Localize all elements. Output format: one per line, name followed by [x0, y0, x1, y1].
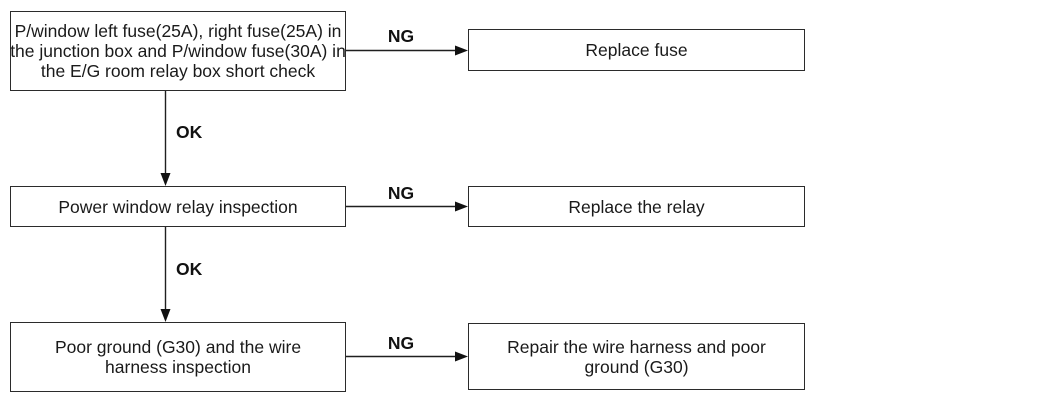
check-box-text-line: the junction box and P/window fuse(30A) …: [10, 41, 346, 61]
check-box-text-line: P/window left fuse(25A), right fuse(25A)…: [14, 21, 342, 41]
ng-label: NG: [387, 183, 415, 203]
ng-arrow-2: [346, 201, 468, 212]
check-box-text-line: harness inspection: [105, 357, 251, 377]
action-box-text-line: ground (G30): [584, 356, 689, 377]
action-box-text-line: Replace fuse: [585, 40, 688, 60]
action-box-text-line: Repair the wire harness and poor: [507, 336, 766, 357]
check-box-relay-inspection: Power window relay inspection: [10, 186, 346, 227]
ok-label: OK: [176, 122, 203, 142]
ok-arrow-1: [160, 91, 171, 186]
action-box-replace-relay: Replace the relay: [468, 186, 805, 227]
action-box-text-line: Replace the relay: [568, 196, 705, 217]
arrowhead-right-icon: [455, 45, 468, 56]
action-box-replace-fuse: Replace fuse: [468, 29, 805, 71]
arrowhead-right-icon: [455, 351, 468, 362]
check-box-text-line: Poor ground (G30) and the wire: [54, 337, 302, 357]
ng-label: NG: [387, 333, 415, 353]
ng-arrow-3: [346, 351, 468, 362]
check-box-text-line: the E/G room relay box short check: [40, 61, 316, 81]
arrowhead-right-icon: [455, 201, 468, 212]
ok-arrow-2: [160, 227, 171, 322]
action-box-repair-harness-ground: Repair the wire harness and poor ground …: [468, 323, 805, 390]
ok-label: OK: [176, 259, 203, 279]
check-box-fuse-short-check: P/window left fuse(25A), right fuse(25A)…: [10, 11, 346, 91]
ng-label: NG: [387, 26, 415, 46]
ng-arrow-1: [346, 45, 468, 56]
check-box-ground-harness-inspection: Poor ground (G30) and the wire harness i…: [10, 322, 346, 392]
arrowhead-down-icon: [160, 173, 171, 186]
arrowhead-down-icon: [160, 309, 171, 322]
check-box-text-line: Power window relay inspection: [58, 196, 298, 217]
